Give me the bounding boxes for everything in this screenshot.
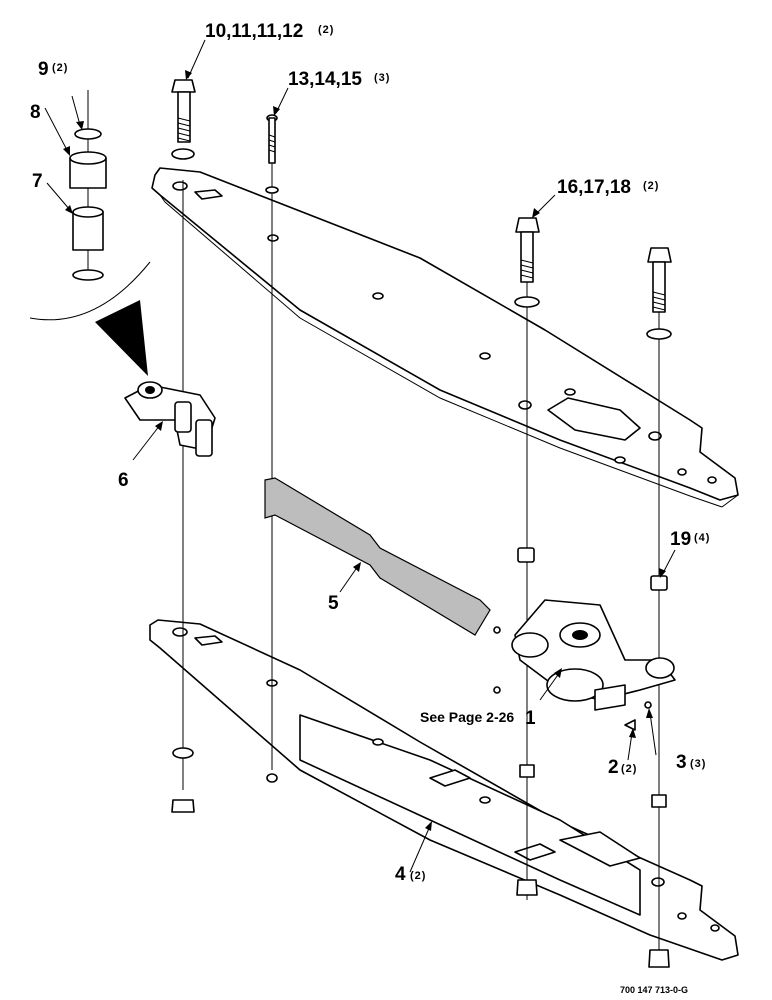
drawing-number: 700 147 713-0-G	[620, 985, 688, 995]
callout-label: 4	[395, 864, 406, 885]
detail-bubble	[29, 128, 151, 376]
callout-label: 10,11,11,12	[205, 21, 303, 42]
callout-13-14-15: 13,14,15 (3)	[288, 69, 390, 90]
callout-label: 7	[32, 171, 43, 192]
callout-label: 19	[670, 529, 691, 550]
spacer-19	[517, 547, 668, 591]
bolt-small	[265, 114, 279, 194]
callout-6: 6	[118, 470, 129, 491]
callout-label: 5	[328, 593, 339, 614]
callout-label: 6	[118, 470, 129, 491]
callout-label: 13,14,15	[288, 69, 362, 90]
callout-label: 2	[608, 757, 619, 778]
callout-qty: (3)	[374, 72, 390, 84]
callout-qty: (2)	[318, 24, 334, 36]
callout-label: 9	[38, 59, 49, 80]
upper-plate	[151, 167, 739, 508]
callout-qty: (3)	[690, 758, 706, 770]
callout-19: 19 (4)	[670, 529, 710, 550]
callout-4: 4 (2)	[395, 864, 426, 885]
part-6-bracket	[124, 381, 216, 457]
callout-label: 3	[676, 752, 687, 773]
callout-qty: (2)	[410, 870, 426, 882]
callout-5: 5	[328, 593, 339, 614]
callout-label: 8	[30, 102, 41, 123]
callout-qty: (2)	[643, 180, 659, 192]
callout-10-11-11-12: 10,11,11,12 (2)	[205, 21, 334, 42]
callout-qty: (4)	[694, 532, 710, 544]
bolt-left	[171, 79, 196, 160]
callout-16-17-18: 16,17,18 (2)	[557, 177, 659, 198]
callout-9: 9 (2)	[38, 59, 68, 80]
lower-hardware	[171, 747, 670, 968]
callout-qty: (2)	[52, 62, 68, 74]
lower-plate	[149, 619, 739, 961]
part-1-idler-assembly	[493, 599, 676, 731]
part-5-bar	[264, 477, 491, 636]
leader-lines	[44, 39, 676, 873]
bolt-right	[646, 247, 672, 340]
callout-7: 7	[32, 171, 43, 192]
callout-qty: (2)	[621, 763, 637, 775]
bolt-middle	[514, 217, 540, 308]
reference-note: See Page 2-26	[420, 709, 514, 725]
callout-3: 3 (3)	[676, 752, 706, 773]
callout-label: 1	[525, 708, 536, 729]
assembly-lines	[87, 90, 660, 950]
callout-label: 16,17,18	[557, 177, 631, 198]
callout-2: 2 (2)	[608, 757, 637, 778]
callout-1: See Page 2-26 1	[420, 708, 536, 729]
callout-8: 8	[30, 102, 41, 123]
